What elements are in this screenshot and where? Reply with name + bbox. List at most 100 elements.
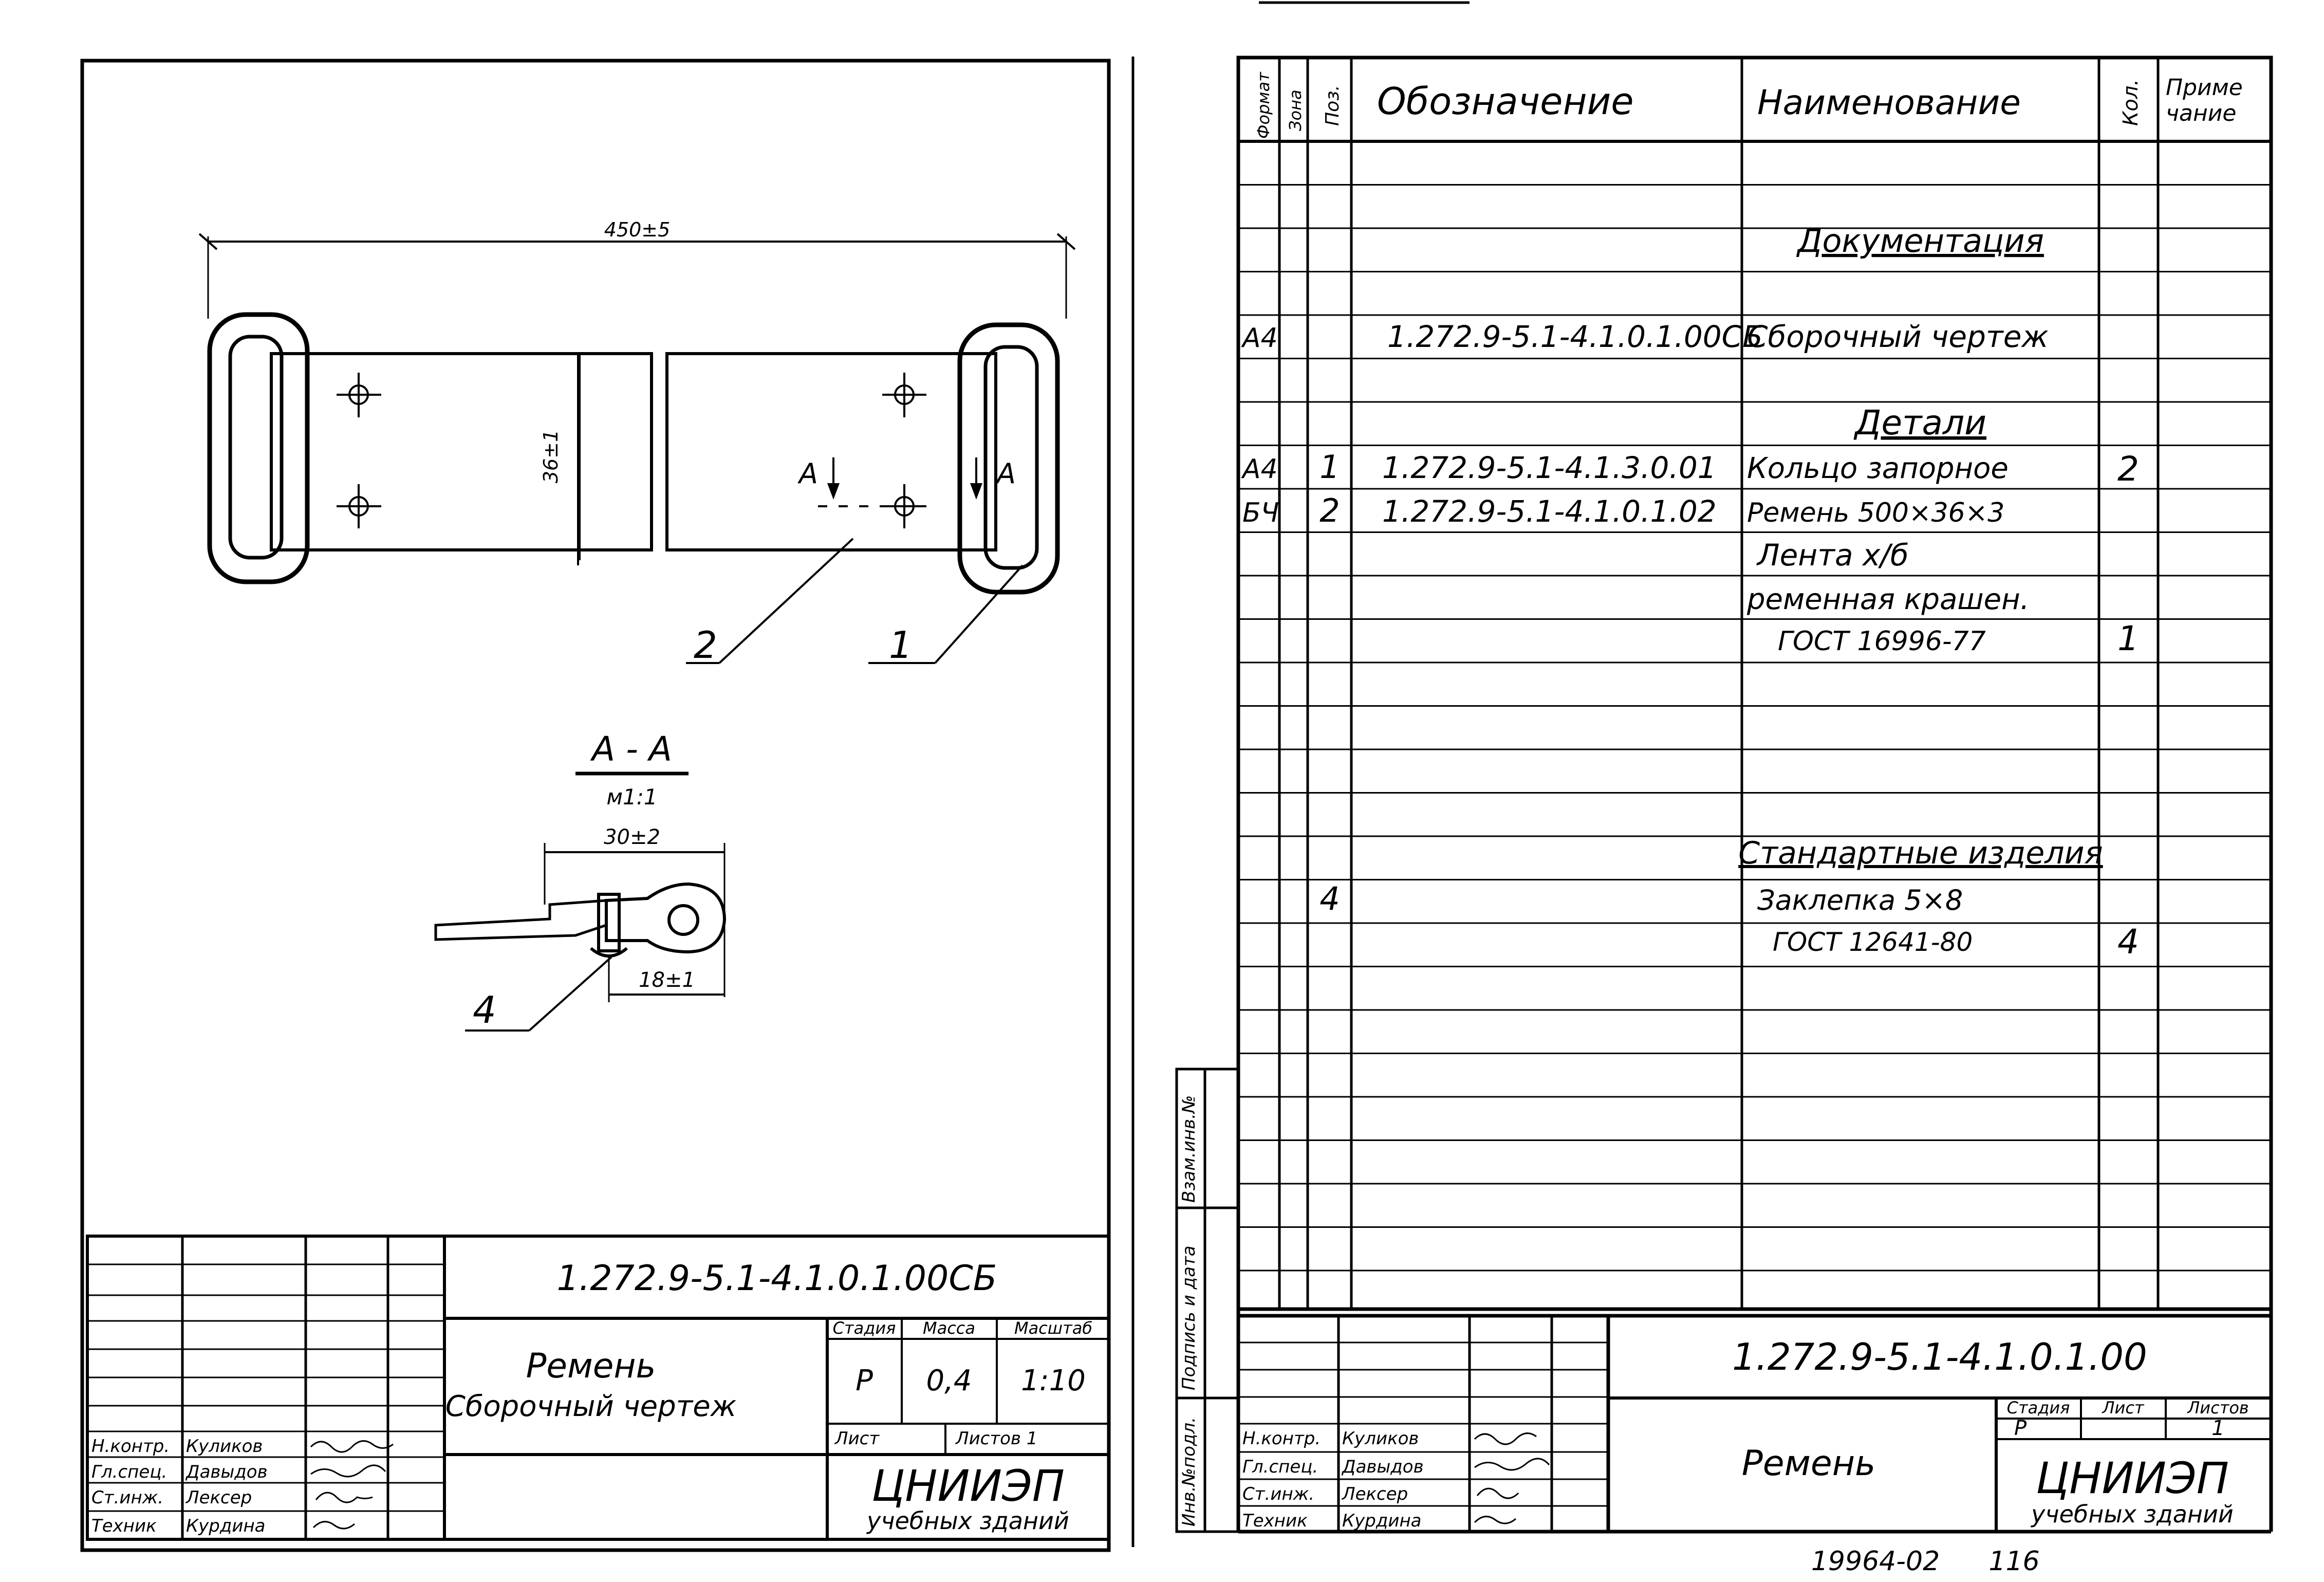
hdr-name: Наименование <box>1757 83 2021 122</box>
table-row: А4 1.272.9-5.1-4.1.0.1.00СБ Сборочный че… <box>1241 319 2049 354</box>
table-row: БЧ 2 1.272.9-5.1-4.1.0.1.02 Ремень 500×3… <box>1242 492 2004 529</box>
right-col-sheets: Листов <box>2187 1398 2249 1418</box>
spec-name-2: Детали <box>1853 403 1986 443</box>
callout-4: 4 <box>473 988 496 1032</box>
dimension-length: 450±5 <box>198 218 1076 319</box>
dim-18-label: 18±1 <box>639 968 695 992</box>
table-row: А4 1 1.272.9-5.1-4.1.3.0.01 Кольцо запор… <box>1241 448 2139 489</box>
left-sig-name-3: Курдина <box>186 1516 266 1536</box>
spec-name-8: Стандартные изделия <box>1738 835 2103 871</box>
right-sheet: Формат Зона Поз. Обозначение Наименовани… <box>1175 56 2273 1577</box>
right-sig-role-0: Н.контр. <box>1242 1428 1321 1449</box>
ring-right <box>957 322 1060 595</box>
left-sig-name-0: Куликов <box>186 1436 263 1457</box>
spec-format-3: А4 <box>1241 454 1278 485</box>
section-mark-left: А <box>797 457 818 490</box>
spec-qty-7: 1 <box>2117 619 2139 658</box>
left-org-line2: учебных зданий <box>866 1507 1069 1535</box>
right-sig-name-2: Лексер <box>1341 1484 1408 1504</box>
left-scale: 1:10 <box>1021 1364 1086 1397</box>
hdr-qty: Кол. <box>2119 79 2143 126</box>
table-row: Стандартные изделия <box>1738 835 2103 871</box>
right-name: Ремень <box>1742 1443 1876 1484</box>
table-row: Лента х/б <box>1756 538 1909 573</box>
spec-pos-3: 1 <box>1319 448 1340 486</box>
page-number: 116 <box>1988 1546 2039 1577</box>
right-sheets: 1 <box>2211 1417 2224 1440</box>
hdr-format: Формат <box>1254 71 1273 139</box>
spec-designation-1: 1.272.9-5.1-4.1.0.1.00СБ <box>1387 319 1763 354</box>
spec-designation-4: 1.272.9-5.1-4.1.0.1.02 <box>1382 494 1717 529</box>
spec-name-4: Ремень 500×36×3 <box>1747 498 2004 528</box>
left-name-line1: Ремень <box>526 1346 656 1386</box>
left-sig-name-2: Лексер <box>185 1487 252 1508</box>
spec-pos-9: 4 <box>1319 880 1340 917</box>
spec-name-1: Сборочный чертеж <box>1747 319 2049 354</box>
left-col-scale: Масштаб <box>1014 1318 1092 1338</box>
left-sheets-label: Листов 1 <box>955 1428 1037 1449</box>
left-mass: 0,4 <box>926 1364 972 1397</box>
callout-1: 1 <box>889 623 913 667</box>
right-stage: Р <box>2014 1417 2027 1440</box>
right-org-line1: ЦНИИЭП <box>2036 1453 2229 1503</box>
left-sig-role-1: Гл.спец. <box>91 1462 167 1482</box>
spec-format-4: БЧ <box>1242 498 1279 528</box>
section-title: А - А <box>590 729 672 769</box>
belt-plan-view: А А <box>207 312 1060 595</box>
left-sig-name-1: Давыдов <box>185 1462 268 1482</box>
rivet-holes <box>337 373 926 528</box>
hdr-zone: Зона <box>1286 89 1305 131</box>
left-sig-role-3: Техник <box>91 1516 157 1536</box>
left-col-stage: Стадия <box>833 1318 896 1338</box>
dim-width-label: 36±1 <box>540 430 562 483</box>
dimension-width: 36±1 <box>540 354 581 560</box>
belt-left-part <box>270 352 653 551</box>
right-org-line2: учебных зданий <box>2030 1500 2234 1528</box>
left-sheet: 450±5 А <box>80 59 1111 1552</box>
right-signature-scribbles <box>1474 1432 1550 1524</box>
right-sig-role-1: Гл.спец. <box>1242 1457 1318 1477</box>
spec-qty-10: 4 <box>2117 922 2139 962</box>
hdr-designation: Обозначение <box>1377 80 1634 123</box>
right-designation: 1.272.9-5.1-4.1.0.1.00 <box>1732 1335 2147 1378</box>
right-col-sheet: Лист <box>2102 1398 2144 1418</box>
table-row: Детали <box>1853 403 1986 443</box>
spec-designation-3: 1.272.9-5.1-4.1.3.0.01 <box>1382 450 1717 485</box>
right-sig-name-3: Курдина <box>1342 1511 1422 1531</box>
right-title-block: 1.272.9-5.1-4.1.0.1.00 Ремень Стадия Лис… <box>1238 1314 2271 1532</box>
spec-name-6: ременная крашен. <box>1746 583 2030 616</box>
spec-name-7: ГОСТ 16996-77 <box>1778 626 1986 657</box>
left-sig-role-2: Ст.инж. <box>91 1487 163 1508</box>
table-row: ременная крашен. <box>1746 583 2030 616</box>
dim-length-label: 450±5 <box>604 218 671 241</box>
left-designation: 1.272.9-5.1-4.1.0.1.00СБ <box>557 1258 997 1299</box>
left-org-line1: ЦНИИЭП <box>871 1461 1065 1511</box>
right-sig-role-2: Ст.инж. <box>1242 1484 1314 1504</box>
side-stamps: Инв.№подл. Подпись и дата Взам.инв.№ <box>1175 1068 1240 1533</box>
table-row: 4 Заклепка 5×8 <box>1319 880 1963 917</box>
spec-name-9: Заклепка 5×8 <box>1757 884 1963 916</box>
spec-rows: Документация А4 1.272.9-5.1-4.1.0.1.00СБ… <box>1241 222 2139 962</box>
right-sig-name-1: Давыдов <box>1341 1457 1424 1477</box>
spec-name-5: Лента х/б <box>1756 538 1909 573</box>
callout-2: 2 <box>694 623 717 667</box>
hdr-note-line2: чание <box>2166 100 2236 126</box>
spec-header: Формат Зона Поз. Обозначение Наименовани… <box>1254 71 2243 139</box>
spec-frame <box>1236 56 2273 1311</box>
section-a-a: А - А м1:1 30±2 18±1 4 <box>434 729 727 1032</box>
hdr-note-line1: Приме <box>2166 75 2243 101</box>
section-mark-right: А <box>995 457 1016 490</box>
left-stage: Р <box>856 1364 873 1397</box>
left-sig-role-0: Н.контр. <box>91 1436 170 1457</box>
spec-name-10: ГОСТ 12641-80 <box>1773 927 1973 957</box>
spec-name-0: Документация <box>1796 222 2044 260</box>
section-scale: м1:1 <box>606 784 657 810</box>
stamp-inv-replace: Взам.инв.№ <box>1179 1095 1199 1203</box>
left-signature-scribbles <box>310 1440 394 1530</box>
ring-left <box>207 312 310 584</box>
left-col-mass: Масса <box>923 1318 975 1338</box>
table-row: ГОСТ 12641-80 4 <box>1773 922 2139 962</box>
stamp-inv-sub: Инв.№подл. <box>1179 1417 1199 1526</box>
spec-format-1: А4 <box>1241 323 1278 354</box>
